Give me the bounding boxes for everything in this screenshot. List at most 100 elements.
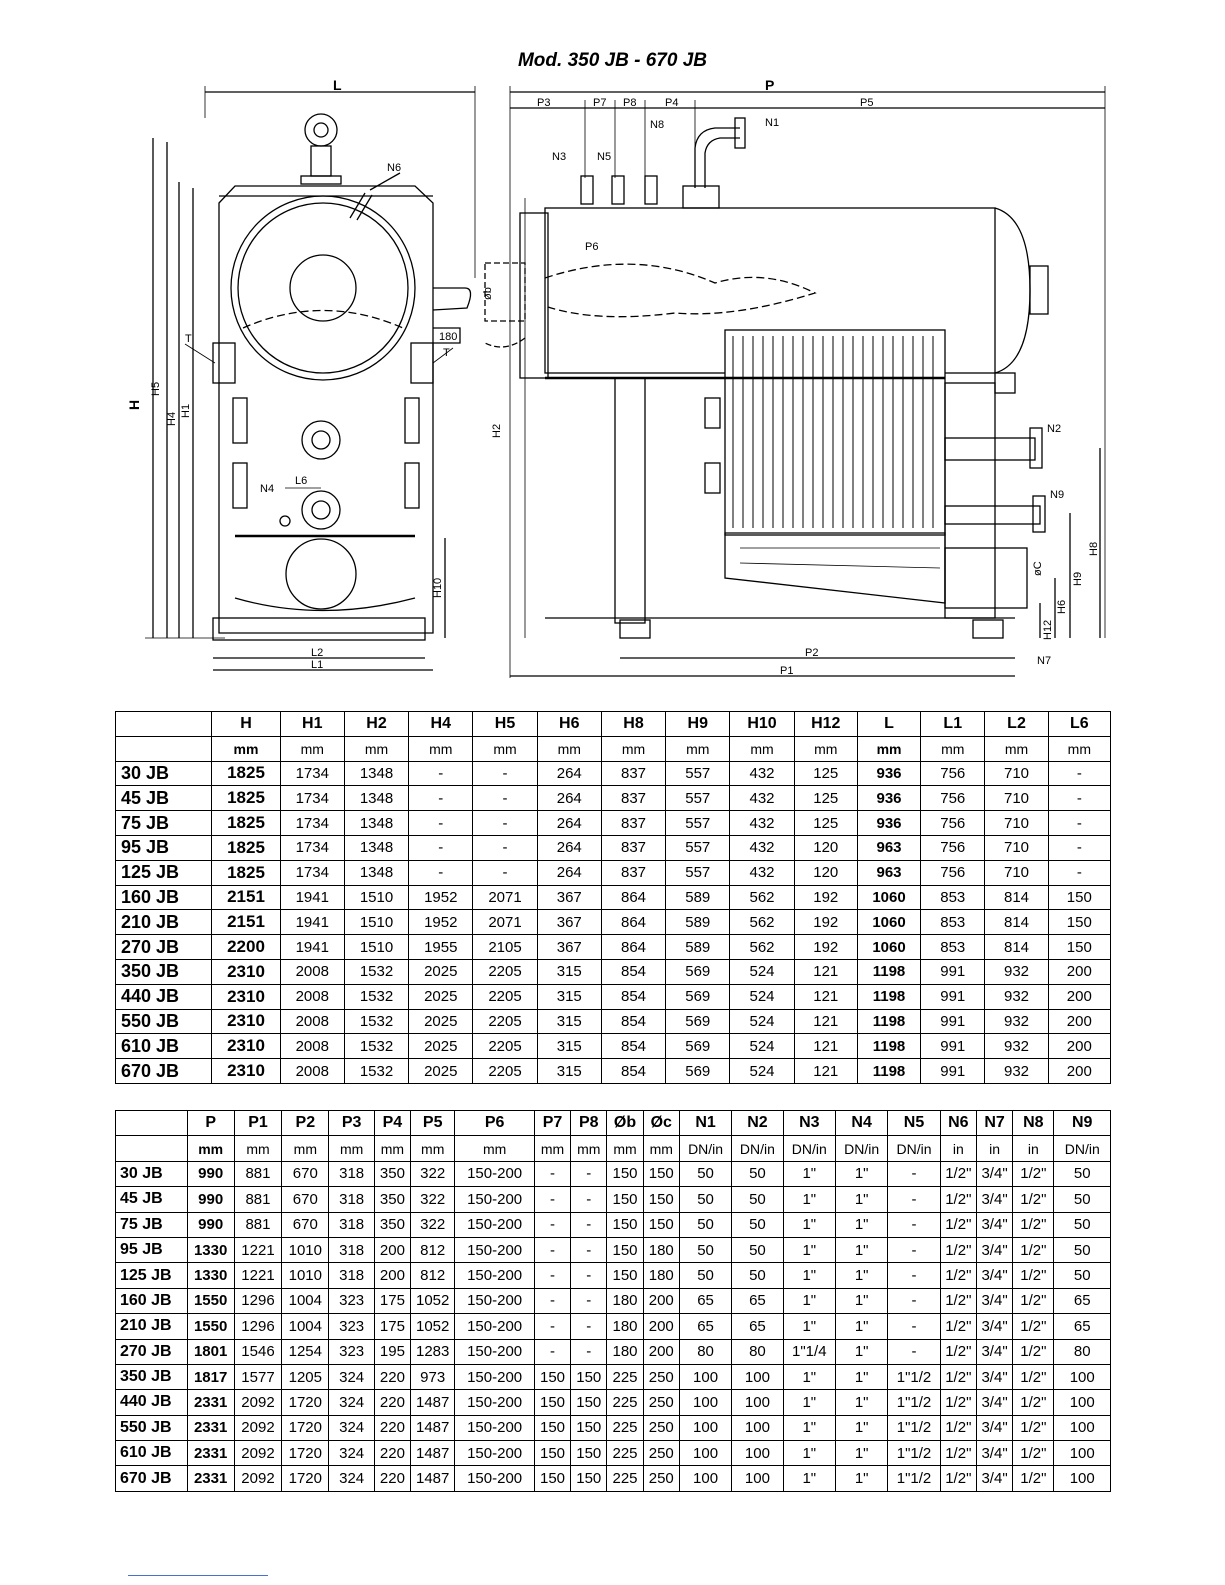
- table-cell: 100: [1053, 1440, 1111, 1467]
- table-cell: 225: [606, 1363, 644, 1391]
- table-cell: 881: [233, 1211, 283, 1238]
- table-cell: 220: [373, 1389, 412, 1416]
- table-cell: 1720: [281, 1389, 330, 1416]
- table-cell: 1817: [186, 1363, 235, 1391]
- table-cell: 1": [834, 1186, 889, 1213]
- table-cell: 1060: [856, 884, 922, 911]
- table-cell: -: [472, 810, 538, 836]
- unit-cell: in: [975, 1135, 1014, 1162]
- label-H1: H1: [180, 404, 192, 418]
- table-cell: 1/2": [1012, 1211, 1055, 1238]
- table-cell: 2310: [211, 1033, 281, 1060]
- table-cell: 150: [1047, 934, 1112, 960]
- table-cell: -: [887, 1338, 941, 1365]
- table-cell: 2205: [472, 1008, 538, 1035]
- table-cell: 1532: [343, 1058, 410, 1084]
- table-cell: 1"1/2: [887, 1389, 941, 1416]
- table-cell: 200: [1047, 1033, 1112, 1060]
- table-cell: 192: [793, 909, 858, 936]
- table-cell: 973: [410, 1363, 456, 1391]
- table-cell: 150-200: [454, 1440, 535, 1467]
- table-cell: 1825: [211, 834, 281, 861]
- table-cell: 1/2": [1012, 1389, 1055, 1416]
- table-cell: 150: [533, 1389, 572, 1416]
- model-name-cell: 550 JB: [114, 1008, 213, 1035]
- table-cell: 710: [984, 810, 1049, 836]
- header-cell: H4: [408, 711, 474, 737]
- table-cell: 150: [606, 1160, 644, 1188]
- table-cell: 80: [678, 1338, 733, 1365]
- unit-cell: mm: [570, 1135, 608, 1162]
- table-cell: 121: [793, 1058, 858, 1084]
- table-cell: 1734: [279, 859, 345, 886]
- header-cell: H1: [279, 711, 345, 737]
- table-cell: 1532: [343, 983, 410, 1010]
- table-cell: 1": [782, 1262, 836, 1289]
- table-cell: 200: [642, 1287, 680, 1315]
- unit-cell: DN/in: [887, 1135, 941, 1162]
- table-cell: 50: [1053, 1211, 1111, 1238]
- label-H5: H5: [150, 382, 162, 396]
- table-cell: 1348: [343, 785, 410, 812]
- table-cell: 3/4": [975, 1262, 1014, 1289]
- table-cell: 180: [606, 1287, 644, 1315]
- table-cell: 1/2": [939, 1414, 977, 1442]
- unit-cell: DN/in: [678, 1135, 733, 1162]
- table-cell: 1/2": [1012, 1262, 1055, 1289]
- table-cell: 322: [410, 1160, 456, 1188]
- table-cell: 322: [410, 1211, 456, 1238]
- table-cell: 3/4": [975, 1465, 1014, 1492]
- table-cell: 1": [834, 1313, 889, 1340]
- label-P: P: [765, 78, 774, 93]
- table-cell: 323: [328, 1287, 375, 1315]
- label-phi-b: øb: [482, 287, 494, 300]
- table-cell: 150: [570, 1414, 608, 1442]
- footer-link-underline[interactable]: [128, 1575, 268, 1576]
- model-name-cell: 440 JB: [115, 1389, 188, 1416]
- header-cell: N5: [887, 1109, 941, 1137]
- table-cell: 150-200: [454, 1160, 535, 1188]
- table-cell: 1"1/4: [782, 1338, 836, 1365]
- table-cell: 150: [533, 1440, 572, 1467]
- table-cell: 1348: [343, 760, 410, 787]
- table-cell: -: [472, 834, 538, 861]
- table-cell: 2092: [233, 1414, 283, 1442]
- table-cell: 562: [729, 884, 795, 911]
- label-P4: P4: [665, 97, 678, 109]
- table-cell: 864: [600, 884, 667, 911]
- table-cell: 1": [782, 1211, 836, 1238]
- header-cell: P5: [410, 1109, 456, 1137]
- table-cell: -: [472, 785, 538, 812]
- table-cell: -: [570, 1211, 608, 1238]
- table-cell: 50: [678, 1236, 733, 1264]
- table-cell: 1": [834, 1465, 889, 1492]
- front-view: [145, 86, 476, 671]
- label-N9: N9: [1050, 489, 1064, 501]
- model-name-cell: 210 JB: [115, 1313, 188, 1340]
- table-cell: 1": [834, 1262, 889, 1289]
- table-cell: 324: [328, 1465, 375, 1492]
- table-cell: 670: [281, 1211, 330, 1238]
- table-cell: 315: [536, 958, 602, 985]
- table-cell: 1/2": [1012, 1236, 1055, 1264]
- table-cell: 2008: [279, 1058, 345, 1084]
- table-cell: 322: [410, 1186, 456, 1213]
- table-cell: 180: [606, 1338, 644, 1365]
- table-cell: -: [472, 760, 538, 787]
- table-cell: 324: [328, 1389, 375, 1416]
- table-cell: 1": [834, 1160, 889, 1188]
- table-cell: 1952: [408, 884, 474, 911]
- unit-cell: [114, 735, 213, 762]
- table-cell: 710: [984, 785, 1049, 812]
- table-cell: 220: [373, 1465, 412, 1492]
- table-cell: 991: [920, 1058, 986, 1084]
- header-cell: H5: [472, 711, 538, 737]
- table-cell: 1": [834, 1414, 889, 1442]
- table-cell: 150: [570, 1363, 608, 1391]
- table-cell: 1577: [233, 1363, 283, 1391]
- table-cell: 150-200: [454, 1338, 535, 1365]
- table-cell: 1198: [856, 958, 922, 985]
- table-cell: 2008: [279, 1033, 345, 1060]
